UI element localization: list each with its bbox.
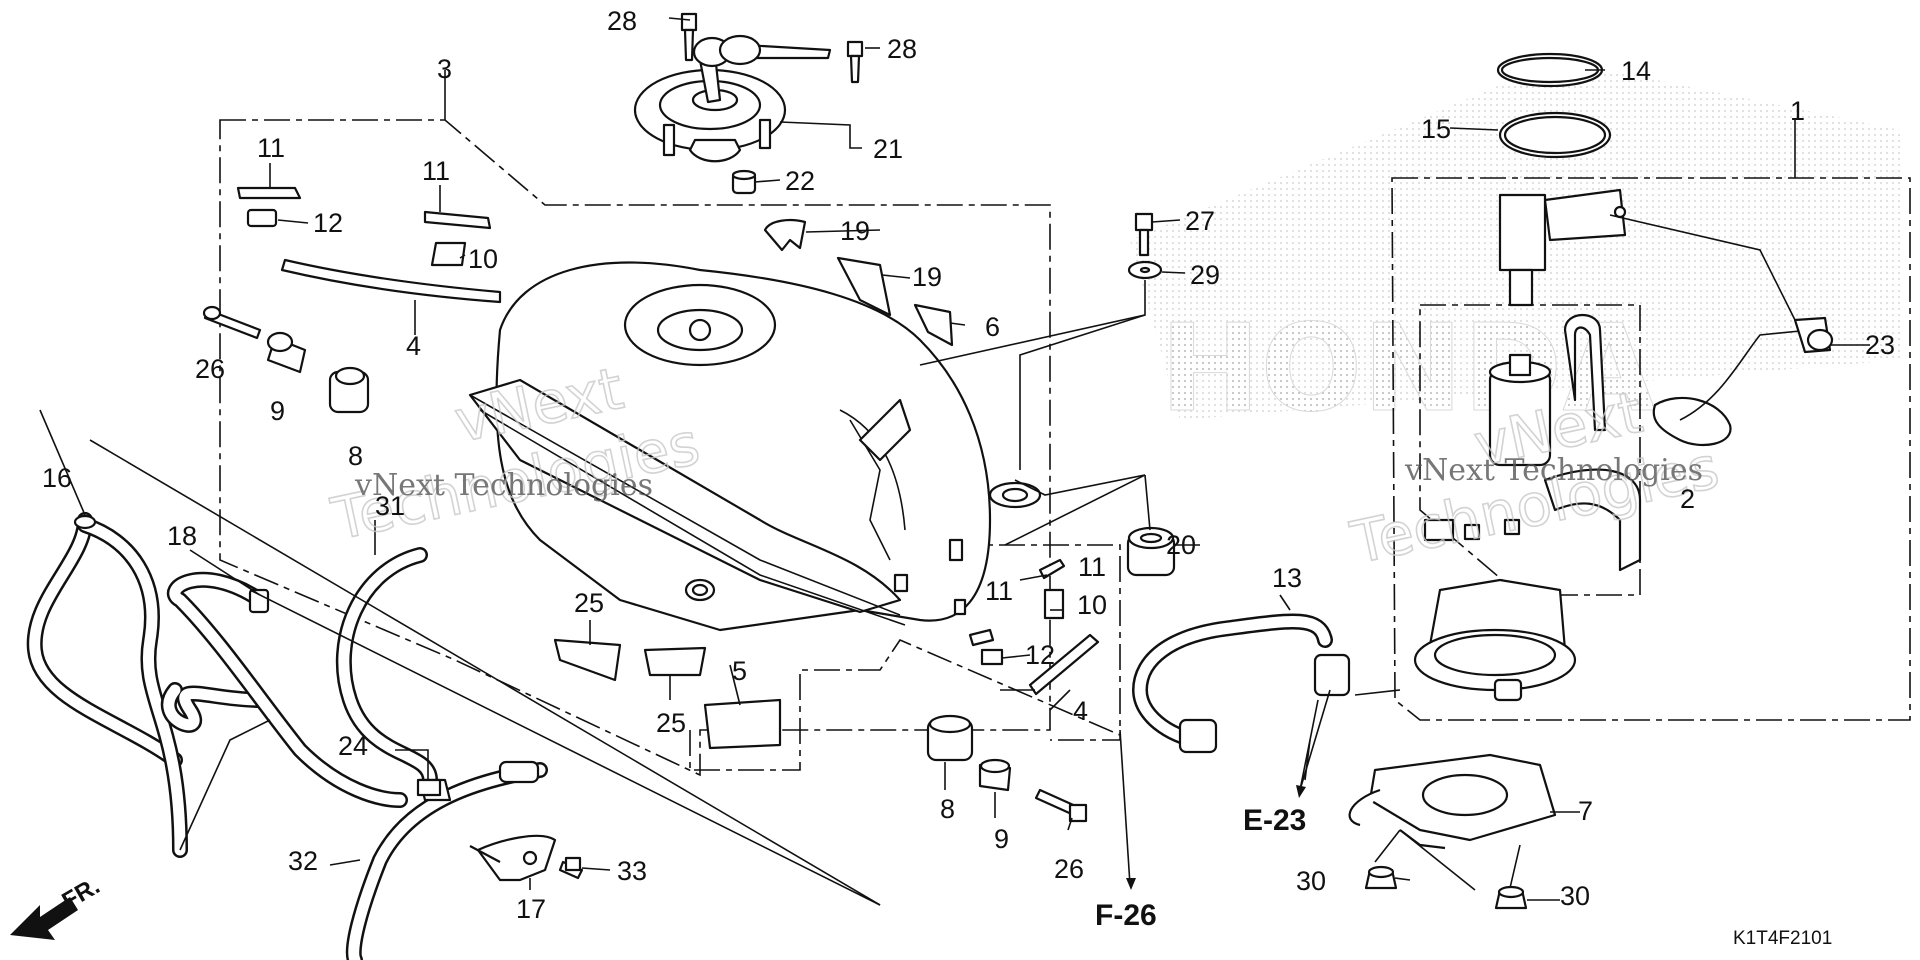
callout-25-a: 25: [574, 588, 604, 618]
callout-10-right: 10: [1077, 590, 1107, 620]
tank-labels: [763, 219, 954, 347]
section-references: E-23 F-26: [1095, 699, 1319, 932]
callout-19-a: 19: [840, 216, 870, 246]
callout-8-right: 8: [940, 794, 955, 824]
callout-21: 21: [873, 134, 903, 164]
hoses: [26, 512, 1351, 960]
callout-23: 23: [1865, 330, 1895, 360]
callout-4-right: 4: [1073, 696, 1088, 726]
callout-11-b: 11: [422, 156, 450, 186]
callout-29: 29: [1190, 260, 1220, 290]
callout-33: 33: [617, 856, 647, 886]
callout-28-right: 28: [887, 34, 917, 64]
grommet-20: [1126, 526, 1176, 577]
callout-22: 22: [785, 166, 815, 196]
watermark-overlay-right: vNext Technologies: [1404, 453, 1703, 488]
callout-13: 13: [1272, 563, 1302, 593]
callout-8-left: 8: [348, 441, 363, 471]
callout-30-left: 30: [1296, 866, 1326, 896]
callout-26-left: 26: [195, 354, 225, 384]
front-direction-indicator: FR.: [10, 872, 104, 940]
tank-decals: [553, 638, 782, 750]
callout-7: 7: [1578, 796, 1593, 826]
callout-24: 24: [338, 731, 368, 761]
callout-4-left: 4: [406, 331, 421, 361]
small-fittings: [416, 778, 584, 882]
right-mount-hardware: [926, 714, 1088, 823]
callout-19-b: 19: [912, 262, 942, 292]
left-trim-set: [236, 186, 502, 304]
fuel-cap-assembly: [633, 34, 832, 163]
diagram-code: K1T4F2101: [1733, 928, 1832, 949]
callout-28-left: 28: [607, 6, 637, 36]
drain-grommet: [731, 169, 757, 195]
callout-12-right: 12: [1025, 640, 1055, 670]
callout-30-right: 30: [1560, 881, 1590, 911]
pump-bracket: [1348, 753, 1557, 910]
callout-11-a: 11: [257, 133, 285, 163]
callout-32: 32: [288, 846, 318, 876]
callout-26-right: 26: [1054, 854, 1084, 884]
callout-6: 6: [985, 312, 1000, 342]
callout-14: 14: [1621, 56, 1651, 86]
cap-bolts: [680, 12, 864, 84]
callout-15: 15: [1421, 114, 1451, 144]
reference-e23[interactable]: E-23: [1243, 804, 1306, 837]
callout-12-left: 12: [313, 208, 343, 238]
left-mount-hardware: [202, 305, 370, 414]
watermark-overlay-left: vNext Technologies: [354, 468, 653, 503]
callout-16: 16: [42, 463, 72, 493]
callout-27: 27: [1185, 206, 1215, 236]
callout-5: 5: [732, 656, 747, 686]
callout-9-left: 9: [270, 396, 285, 426]
callout-18: 18: [167, 521, 197, 551]
callout-11-d: 11: [985, 576, 1013, 606]
callout-10-left: 10: [468, 244, 498, 274]
callout-2: 2: [1680, 484, 1695, 514]
callout-25-b: 25: [656, 708, 686, 738]
part-callouts: 1 2 3 4 4 5 6 7 8 8 9 9 10 10 11 11 11 1…: [42, 6, 1895, 924]
fuel-pump-assembly: [1413, 52, 1834, 702]
callout-1: 1: [1790, 96, 1805, 126]
callout-17: 17: [516, 894, 546, 924]
callout-20: 20: [1166, 530, 1196, 560]
callout-11-c: 11: [1078, 552, 1106, 582]
reference-f26[interactable]: F-26: [1095, 899, 1157, 932]
callout-3: 3: [437, 54, 452, 84]
callout-31: 31: [375, 491, 405, 521]
callout-9-right: 9: [994, 824, 1009, 854]
leader-lines: [39, 17, 1870, 906]
fuel-tank: [468, 261, 1042, 632]
